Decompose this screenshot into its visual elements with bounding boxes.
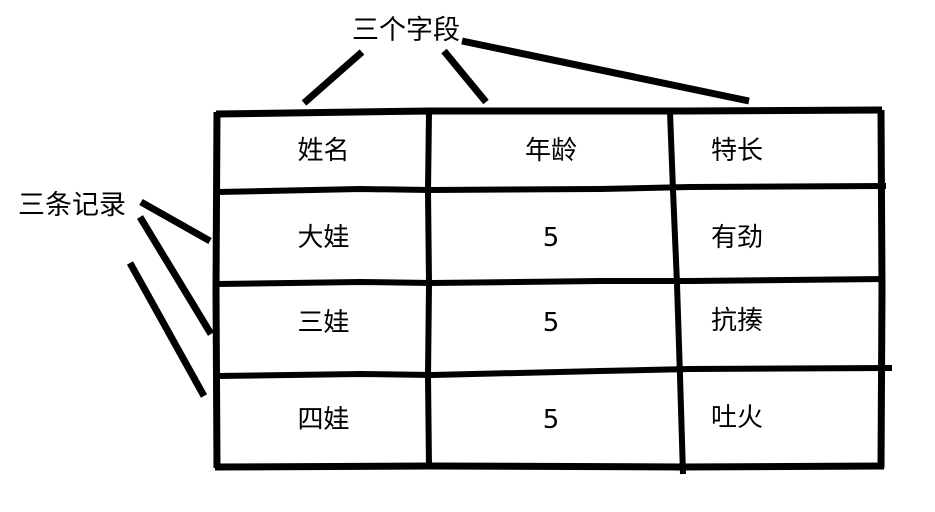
row-separator-3: [216, 365, 893, 379]
table-right-border: [877, 109, 886, 469]
column-3-header: 特长: [711, 136, 764, 166]
fields-leader-line-3: [461, 37, 750, 105]
records-leader-line-1: [139, 198, 212, 245]
table-bottom-border: [214, 462, 885, 471]
table-row-1-name: 大娃: [297, 223, 350, 253]
table-row-separators: [216, 183, 893, 379]
fields-leader-line-2: [441, 48, 489, 105]
column-separator-1: [424, 111, 433, 469]
table-row-1-age: 5: [542, 223, 560, 253]
fields-leader-lines: [301, 37, 750, 106]
fields-annotation-label: 三个字段: [352, 15, 460, 46]
records-leader-lines: [126, 198, 214, 398]
table-row-2-skill: 抗揍: [711, 306, 764, 336]
column-1-header: 姓名: [297, 136, 350, 166]
table-row-2-age: 5: [542, 308, 560, 338]
fields-leader-line-1: [301, 49, 365, 106]
records-leader-line-2: [137, 215, 214, 336]
table-left-border: [212, 111, 221, 469]
table-row-1-skill: 有劲: [711, 223, 764, 253]
table-outline: [212, 106, 886, 471]
records-leader-line-3: [126, 261, 208, 398]
records-annotation-label: 三条记录: [18, 190, 126, 221]
table-row-3-age: 5: [542, 405, 560, 435]
column-2-header: 年龄: [524, 136, 577, 166]
row-separator-2: [216, 276, 885, 287]
column-separator-2: [667, 111, 686, 475]
table-row-3-skill: 吐火: [711, 403, 764, 433]
table-row-2-name: 三娃: [297, 308, 350, 338]
row-separator-1: [216, 183, 887, 195]
table-top-border: [215, 106, 883, 118]
table-column-separators: [424, 111, 686, 475]
table-row-3-name: 四娃: [297, 405, 350, 435]
